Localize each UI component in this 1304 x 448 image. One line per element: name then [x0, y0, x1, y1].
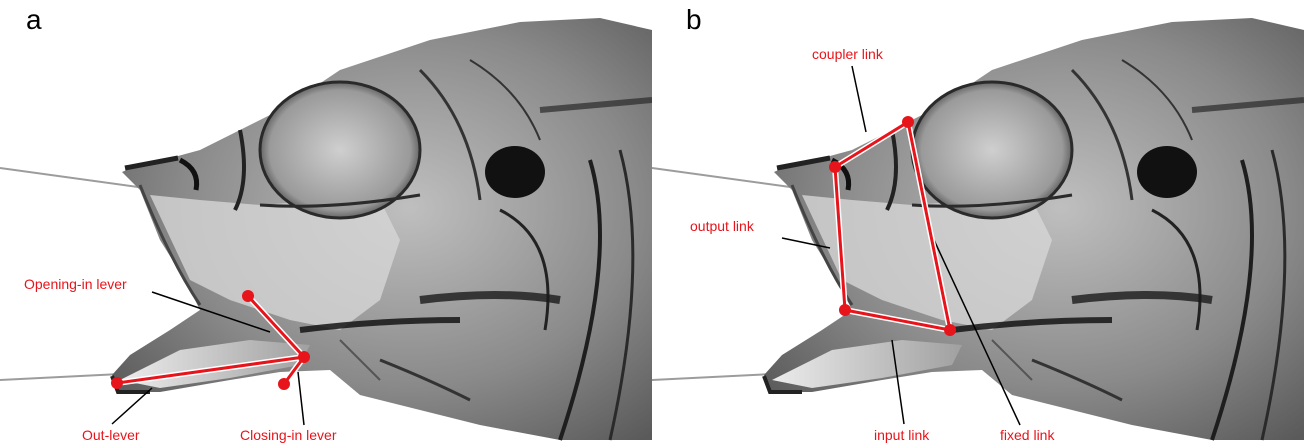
joint-upper-rear — [902, 116, 914, 128]
label-fixed-link: fixed link — [1000, 427, 1054, 443]
joint-quadrate — [298, 351, 310, 363]
fish-radiograph-a — [0, 0, 652, 448]
label-output-link: output link — [690, 218, 754, 234]
panel-letter-a: a — [26, 4, 42, 36]
panel-b: b coupler link output link input link fi… — [652, 0, 1304, 448]
joint-lower-front — [839, 304, 851, 316]
joint-jaw-tip — [111, 377, 123, 389]
joint-upper-front — [829, 161, 841, 173]
label-input-link: input link — [874, 427, 929, 443]
label-coupler-link: coupler link — [812, 46, 883, 62]
label-out-lever: Out-lever — [82, 427, 140, 443]
leader-coupler-link — [852, 66, 866, 132]
joint-opening-lever — [242, 290, 254, 302]
panel-a: a Opening-in lever Out-lever Closing-in … — [0, 0, 652, 448]
joint-closing-lever — [278, 378, 290, 390]
panel-letter-b: b — [686, 4, 702, 36]
leader-closing-in-lever — [298, 372, 304, 425]
label-opening-in-lever: Opening-in lever — [24, 276, 127, 292]
label-closing-in-lever: Closing-in lever — [240, 427, 336, 443]
joint-lower-rear — [944, 324, 956, 336]
